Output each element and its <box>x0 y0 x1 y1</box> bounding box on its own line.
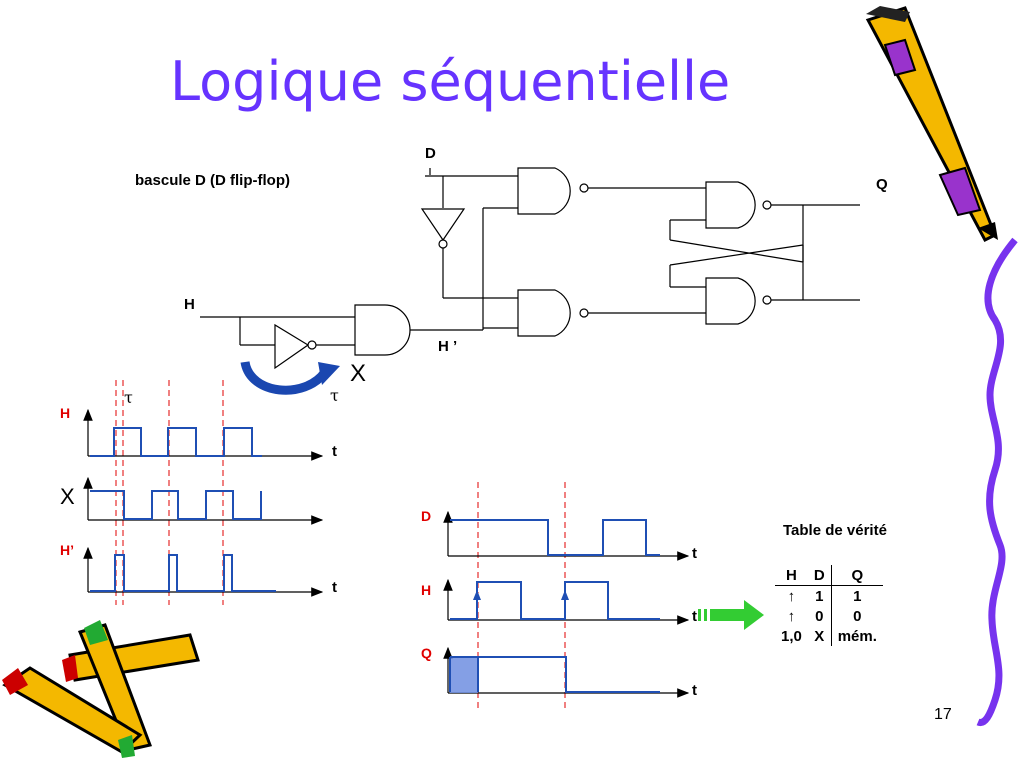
truth-table: H D Q ↑ 1 1 ↑ 0 0 1,0 X mém. <box>775 565 883 646</box>
truth-table-title: Table de vérité <box>783 522 887 539</box>
pencil-icon <box>865 6 998 242</box>
timing-left-x-label: X <box>60 484 75 509</box>
slide-title: Logique séquentielle <box>170 50 731 113</box>
timing-right-t-label-2: t <box>692 608 697 625</box>
rising-edge-arrow <box>561 590 569 600</box>
decorative-squiggle <box>976 237 1018 726</box>
truth-cell: 1 <box>853 587 862 605</box>
signal-q-wave <box>450 656 660 693</box>
signal-h-wave <box>90 427 262 457</box>
signal-d-wave <box>450 519 660 556</box>
signal-h-clock-wave <box>450 581 660 620</box>
timing-right-t-label-3: t <box>692 682 697 699</box>
q-undefined-region <box>450 657 478 693</box>
timing-right-q-label: Q <box>421 645 432 661</box>
truth-cell: 1 <box>807 585 832 606</box>
timing-left-h-label: H <box>60 405 71 421</box>
signal-hprime-wave <box>90 554 276 592</box>
rising-edge-arrow <box>473 590 481 600</box>
timing-right-h-label: H <box>421 582 432 598</box>
truth-cell: 1,0 <box>781 627 802 645</box>
timing-left-t-label-2: t <box>332 579 337 596</box>
circuit-subtitle: bascule D (D flip-flop) <box>135 172 290 189</box>
truth-cell: X <box>807 626 832 646</box>
truth-cell: ↑ <box>787 587 796 605</box>
truth-cell: 0 <box>807 606 832 626</box>
output-q-label: Q <box>876 176 888 193</box>
input-h-label: H <box>184 296 195 313</box>
truth-header-d: D <box>807 565 832 586</box>
d-flip-flop-circuit <box>200 167 860 370</box>
timing-right-t-label-1: t <box>692 545 697 562</box>
green-arrow-icon <box>698 600 764 630</box>
crayons-icon <box>2 620 200 758</box>
truth-row: ↑ 1 1 <box>775 585 883 606</box>
truth-row: 1,0 X mém. <box>775 626 883 646</box>
timing-left-hprime-label: H’ <box>60 542 74 558</box>
delay-tau-label: τ <box>330 386 339 405</box>
node-h-prime-label: H ’ <box>438 338 458 355</box>
truth-row: ↑ 0 0 <box>775 606 883 626</box>
curved-arrow-icon <box>240 360 340 395</box>
timing-diagram-left <box>83 380 324 605</box>
truth-cell: mém. <box>837 627 877 645</box>
truth-header-h: H <box>775 565 808 586</box>
timing-left-t-label-1: t <box>332 443 337 460</box>
input-d-label: D <box>425 145 436 162</box>
signal-x-wave <box>90 490 262 520</box>
page-number: 17 <box>934 706 952 723</box>
timing-right-d-label: D <box>421 508 432 524</box>
timing-diagram-right <box>443 482 690 708</box>
truth-header-q: Q <box>831 565 883 586</box>
node-x-label: X <box>350 360 367 387</box>
timing-left-tau-label: τ <box>124 388 133 407</box>
truth-cell: ↑ <box>787 607 796 625</box>
truth-cell: 0 <box>853 607 862 625</box>
